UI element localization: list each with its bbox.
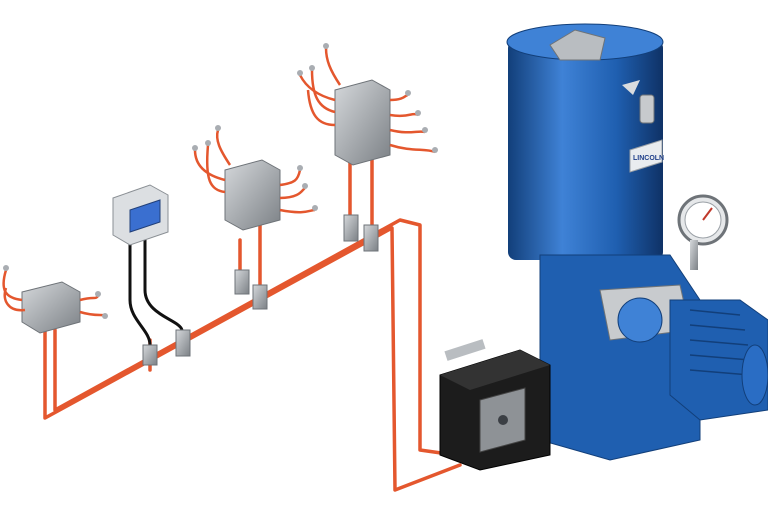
pump-base (539, 254, 701, 461)
cable-1 (128, 240, 152, 346)
divider-valve-middle (192, 125, 318, 310)
cable-2 (143, 238, 184, 331)
main-line-b (43, 226, 462, 492)
divider-valve-left (2, 265, 108, 334)
pressure-gauge (677, 194, 729, 270)
electric-motor (669, 299, 768, 421)
brand-label: LINCOLN (629, 139, 664, 173)
divider-valve-top (297, 43, 438, 252)
pump-tank: LINCOLN (506, 23, 664, 260)
svg-text:LINCOLN: LINCOLN (633, 155, 664, 162)
black-control-box (439, 339, 551, 471)
controller-unit (112, 184, 191, 366)
main-line-a (53, 218, 457, 457)
